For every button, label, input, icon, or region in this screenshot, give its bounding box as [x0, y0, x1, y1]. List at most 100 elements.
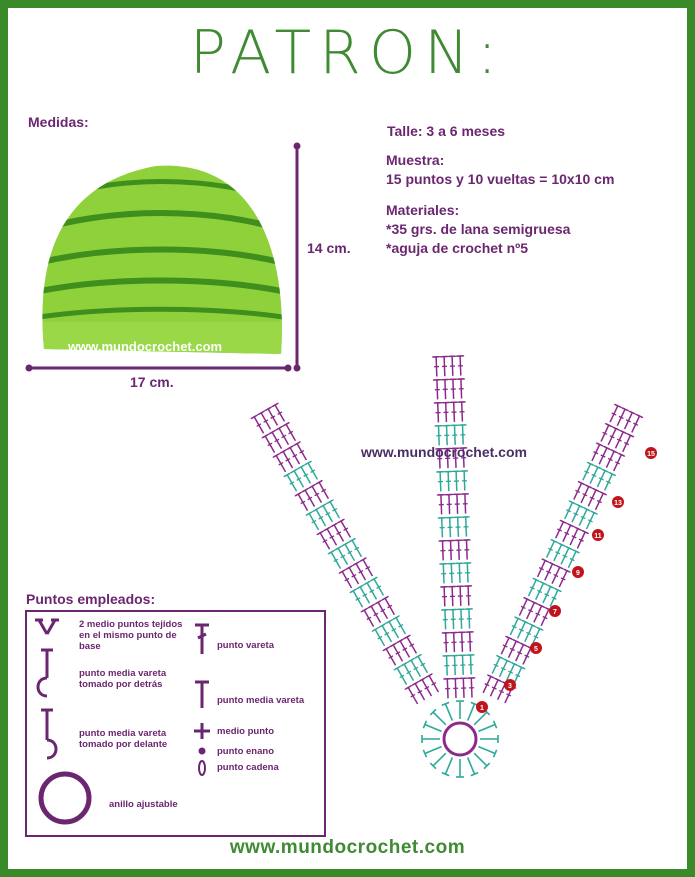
stitch-mark — [437, 516, 470, 519]
stitch-mark — [520, 605, 526, 610]
stitch-mark — [595, 442, 626, 457]
stitch-mark — [422, 749, 428, 758]
round-marker-label: 15 — [647, 451, 655, 458]
stitch-mark — [442, 654, 475, 657]
round-marker-label: 11 — [594, 533, 602, 540]
stitch-mark — [533, 635, 539, 639]
chart-stitches — [250, 355, 644, 778]
stitch-mark — [432, 355, 465, 358]
stitch-mark — [515, 673, 521, 678]
stitch-mark — [398, 624, 404, 628]
stitch-mark — [508, 670, 514, 674]
page-title: PATRON: — [189, 18, 506, 88]
stitch-mark — [518, 628, 524, 632]
width-dimension-line — [25, 364, 292, 372]
stitch-mark — [555, 551, 561, 555]
legend-hdc: punto media vareta — [217, 695, 305, 706]
stitch-mark — [440, 608, 473, 611]
stitch-mark — [433, 401, 466, 404]
stitch-mark — [604, 422, 635, 438]
stitch-mark — [365, 566, 371, 570]
stitch-mark — [432, 378, 465, 381]
stitch-mark — [272, 441, 301, 459]
stitch-mark — [624, 441, 630, 446]
stitch-mark — [584, 470, 590, 474]
stitch-mark — [582, 493, 588, 497]
stitch-legend: 2 medio puntos tejidos en el mismo punto… — [25, 610, 326, 837]
height-label: 14 cm. — [307, 240, 351, 256]
stitch-mark — [441, 631, 474, 634]
stitch-mark — [492, 749, 498, 758]
stitch-mark — [413, 666, 419, 671]
slst-symbol — [198, 747, 206, 755]
stitch-mark — [498, 689, 505, 694]
stitch-mark — [322, 539, 328, 543]
round-marker — [645, 447, 657, 459]
stitch-mark — [478, 745, 496, 755]
stitch-mark — [351, 573, 357, 578]
stitch-mark — [354, 546, 360, 551]
stitch-mark — [550, 538, 580, 554]
stitch-mark — [439, 562, 472, 565]
stitch-mark — [388, 655, 394, 659]
stitch-mark — [336, 531, 342, 535]
stitch-mark — [380, 608, 386, 613]
stitch-mark — [526, 631, 532, 636]
stitch-mark — [613, 403, 644, 419]
stitch-mark — [491, 686, 497, 690]
round-marker — [592, 529, 604, 541]
round-marker-label: 13 — [614, 500, 622, 507]
stitch-mark — [366, 616, 372, 621]
stitch-mark — [538, 567, 544, 571]
stitch-mark — [384, 631, 390, 636]
hdc-symbol — [195, 680, 209, 708]
legend-heading: Puntos empleados: — [26, 591, 156, 607]
stitch-mark — [564, 531, 570, 536]
stitch-mark — [261, 421, 290, 439]
stitch-mark — [338, 557, 367, 575]
stitch-mark — [429, 762, 437, 770]
round-marker-label: 9 — [576, 570, 580, 577]
hat-photo: www.mundocrochet.com — [42, 165, 282, 355]
stitch-mark — [432, 711, 447, 726]
stitch-mark — [303, 473, 309, 477]
stitch-mark — [333, 558, 339, 563]
stitch-mark — [614, 461, 621, 465]
stitch-mark — [285, 457, 291, 462]
stitch-mark — [573, 512, 579, 516]
stitch-mark — [542, 615, 548, 620]
two-hdc-symbol — [35, 618, 59, 635]
stitch-mark — [409, 643, 415, 647]
stitch-mark — [274, 438, 280, 443]
ring-symbol — [38, 771, 92, 825]
round-marker — [476, 701, 488, 713]
stitch-mark — [505, 635, 535, 651]
bphdc-symbol — [41, 708, 58, 760]
stitch-mark — [591, 473, 597, 478]
stitch-mark — [344, 577, 350, 582]
stitch-mark — [435, 447, 468, 450]
stitch-mark — [281, 434, 287, 439]
gauge-heading: Muestra: — [386, 152, 445, 168]
stitch-mark — [569, 557, 575, 562]
stitch-mark — [321, 488, 327, 493]
legend-bphdc: punto media vareta tomado por delante — [79, 728, 168, 750]
stitch-mark — [436, 470, 469, 473]
stitch-mark — [483, 762, 491, 770]
stitch-mark — [292, 454, 298, 458]
stitch-mark — [553, 573, 559, 578]
stitch-mark — [325, 512, 331, 516]
stitch-mark — [514, 616, 544, 631]
stitch-mark — [360, 595, 389, 613]
stitch-mark — [311, 519, 317, 524]
stitch-mark — [441, 771, 450, 777]
stitch-mark — [625, 419, 631, 423]
sc-symbol — [194, 723, 210, 739]
stitch-mark — [593, 451, 599, 455]
stitch-mark — [406, 670, 412, 675]
stitch-mark — [537, 589, 543, 594]
stitch-mark — [288, 430, 294, 435]
stitch-mark — [560, 577, 566, 581]
size-text: Talle: 3 a 6 meses — [387, 123, 506, 139]
width-label: 17 cm. — [130, 374, 174, 390]
